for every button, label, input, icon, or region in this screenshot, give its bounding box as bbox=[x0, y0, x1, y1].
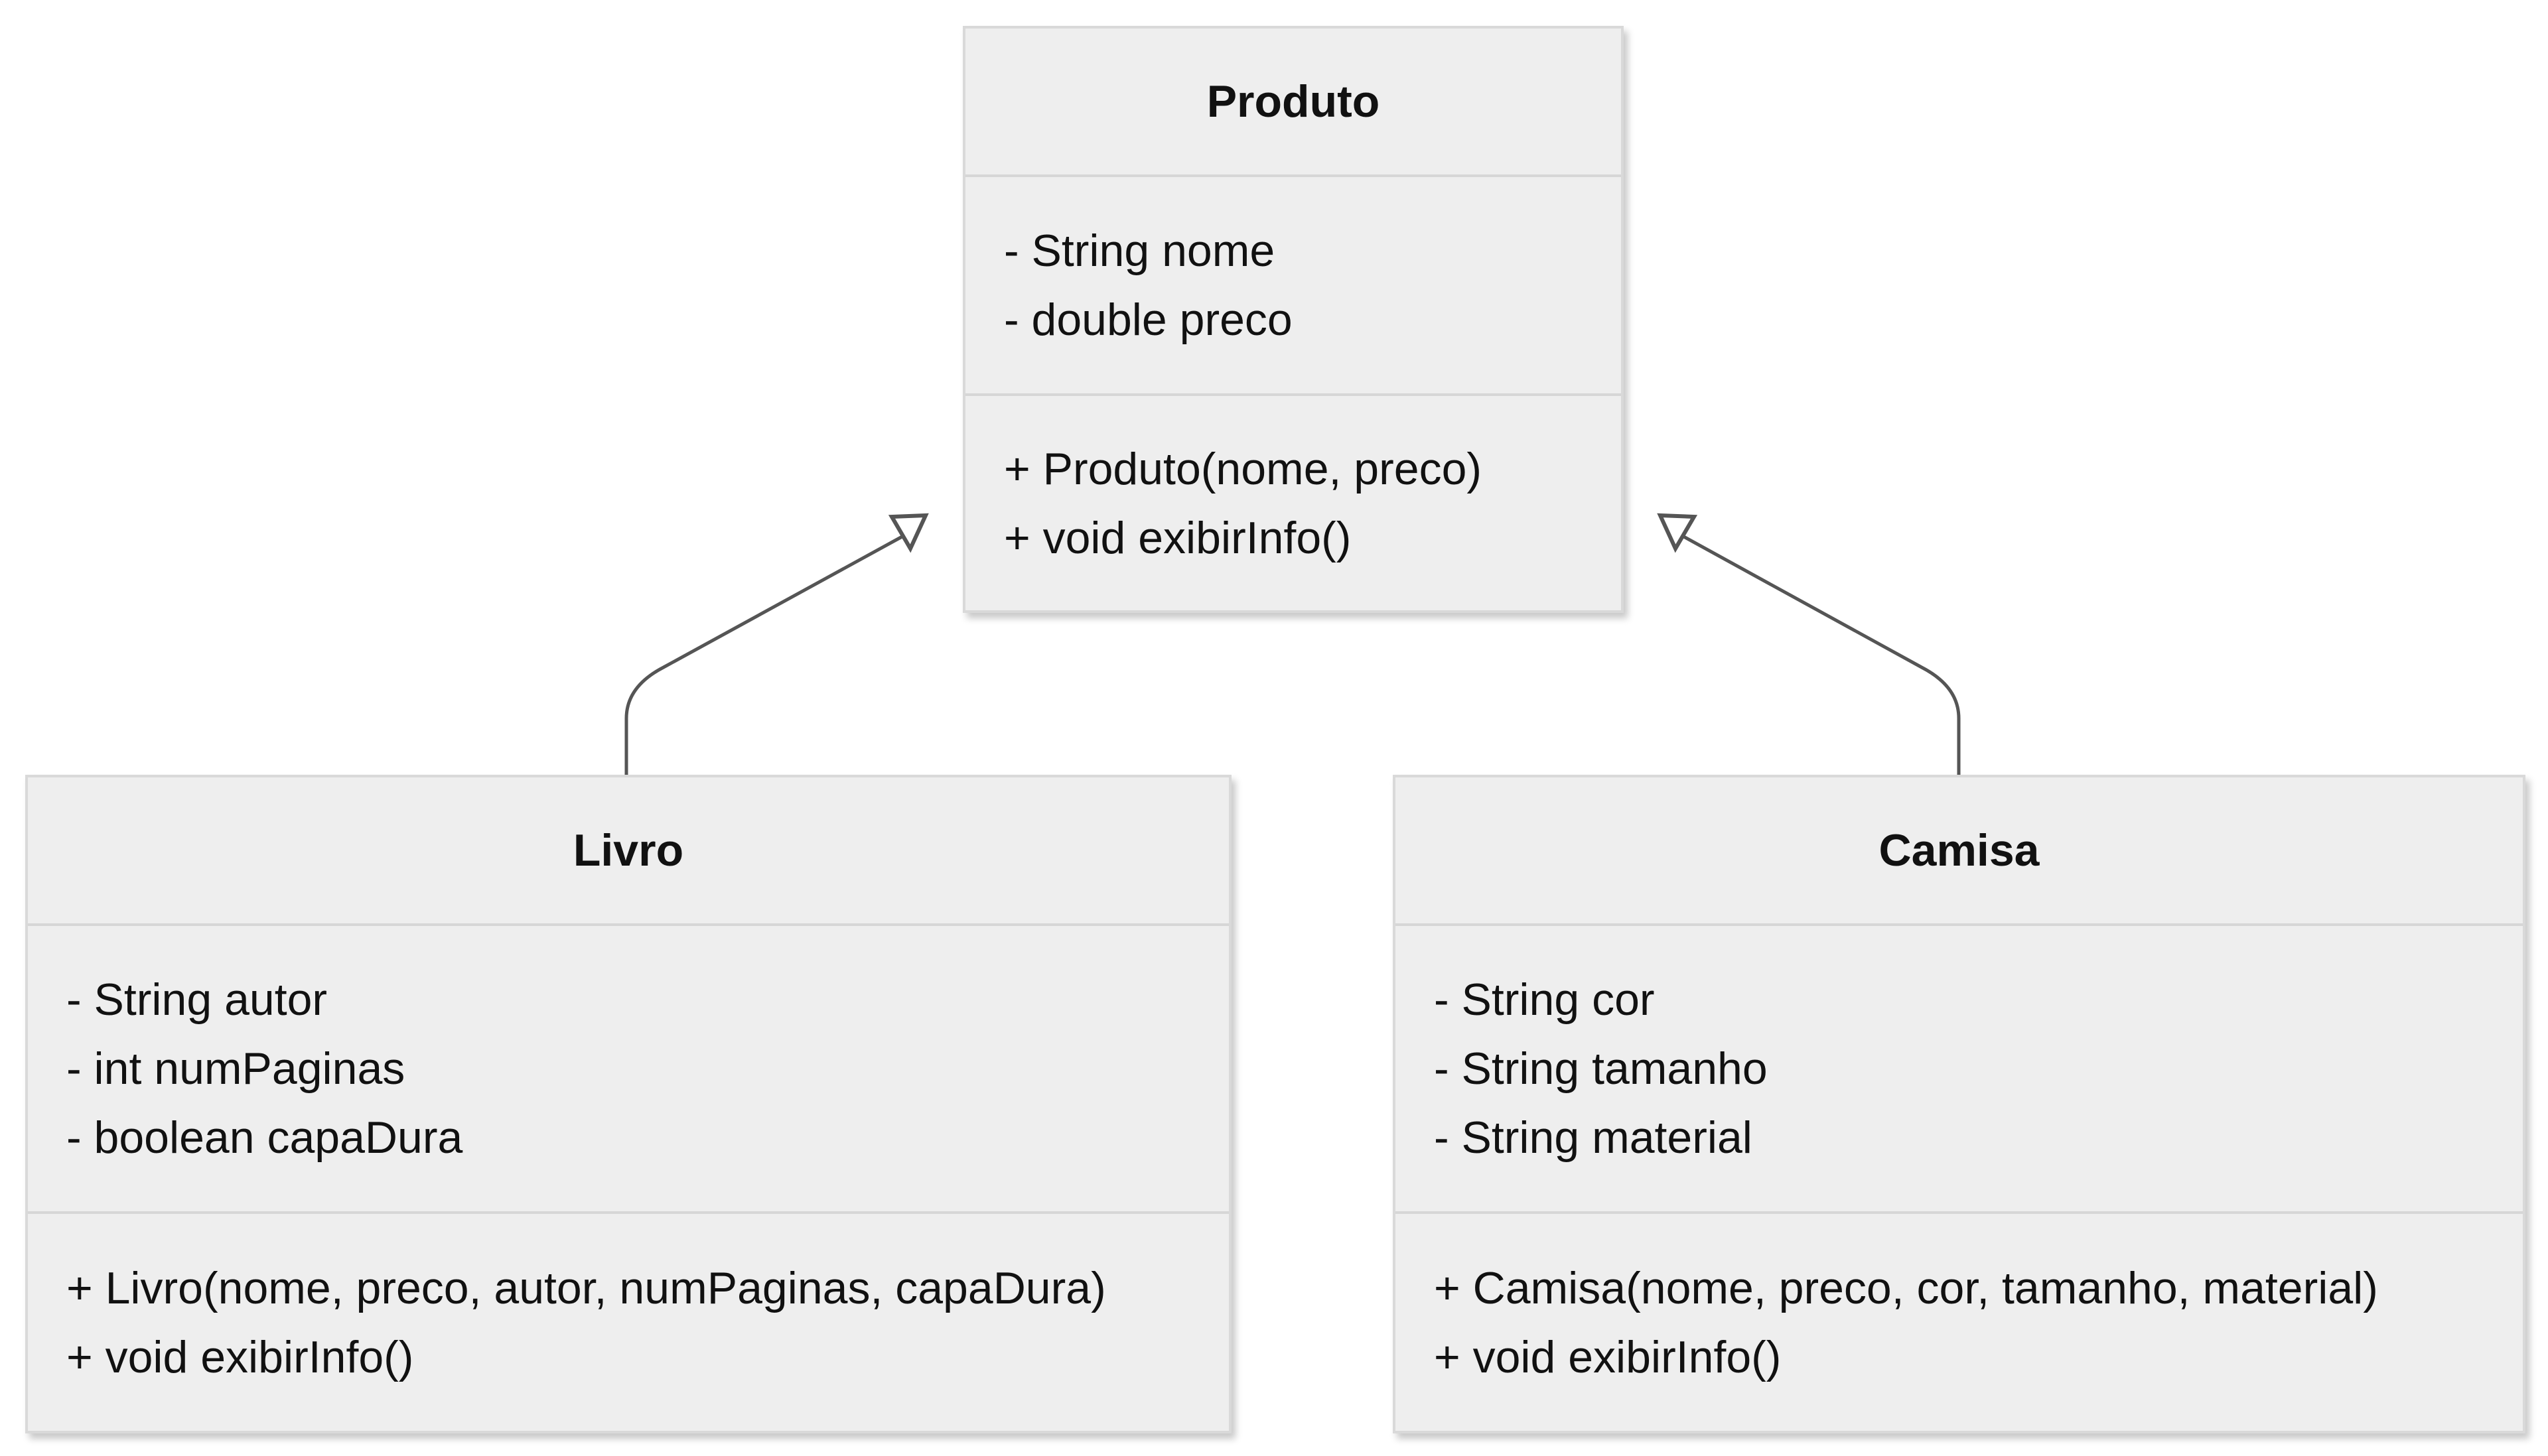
method-line: + Camisa(nome, preco, cor, tamanho, mate… bbox=[1434, 1262, 2378, 1313]
attribute-line: - boolean capaDura bbox=[66, 1112, 463, 1163]
methods-section-camisa: + Camisa(nome, preco, cor, tamanho, mate… bbox=[1395, 1214, 2523, 1431]
class-name-livro: Livro bbox=[28, 777, 1229, 926]
attribute-line: - String cor bbox=[1434, 974, 1655, 1025]
attribute-line: - String tamanho bbox=[1434, 1043, 1768, 1094]
inheritance-arrowhead-camisa-produto bbox=[1657, 513, 1698, 553]
attribute-line: - String nome bbox=[1004, 226, 1275, 276]
attributes-section-produto: - String nome - double preco bbox=[965, 177, 1621, 396]
class-name-camisa: Camisa bbox=[1395, 777, 2523, 926]
inheritance-arrowhead-livro-produto bbox=[888, 513, 929, 553]
method-line: + void exibirInfo() bbox=[1004, 512, 1352, 563]
method-line: + void exibirInfo() bbox=[1434, 1331, 1782, 1382]
attribute-line: - String material bbox=[1434, 1112, 1752, 1163]
attributes-section-camisa: - String cor - String tamanho - String m… bbox=[1395, 926, 2523, 1214]
method-line: + void exibirInfo() bbox=[66, 1331, 414, 1382]
inheritance-line-livro-produto bbox=[624, 533, 907, 775]
method-line: + Produto(nome, preco) bbox=[1004, 443, 1482, 494]
attribute-line: - int numPaginas bbox=[66, 1043, 405, 1094]
methods-section-produto: + Produto(nome, preco) + void exibirInfo… bbox=[965, 396, 1621, 610]
attribute-line: - String autor bbox=[66, 974, 328, 1025]
attributes-section-livro: - String autor - int numPaginas - boolea… bbox=[28, 926, 1229, 1214]
class-box-produto[interactable]: Produto - String nome - double preco + P… bbox=[963, 26, 1624, 613]
method-line: + Livro(nome, preco, autor, numPaginas, … bbox=[66, 1262, 1106, 1313]
class-name-produto: Produto bbox=[965, 29, 1621, 177]
class-box-livro[interactable]: Livro - String autor - int numPaginas - … bbox=[25, 775, 1232, 1433]
class-box-camisa[interactable]: Camisa - String cor - String tamanho - S… bbox=[1393, 775, 2525, 1433]
inheritance-line-camisa-produto bbox=[1679, 533, 1961, 775]
methods-section-livro: + Livro(nome, preco, autor, numPaginas, … bbox=[28, 1214, 1229, 1431]
attribute-line: - double preco bbox=[1004, 295, 1293, 345]
